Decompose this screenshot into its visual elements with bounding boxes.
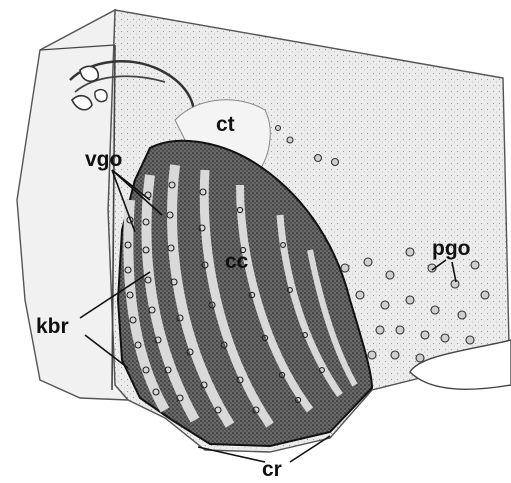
label-ct: ct — [216, 113, 235, 136]
label-cc: cc — [225, 250, 249, 273]
label-kbr: kbr — [36, 315, 69, 338]
label-pgo: pgo — [432, 237, 470, 260]
label-vgo: vgo — [85, 148, 122, 171]
label-cr: cr — [262, 458, 282, 481]
